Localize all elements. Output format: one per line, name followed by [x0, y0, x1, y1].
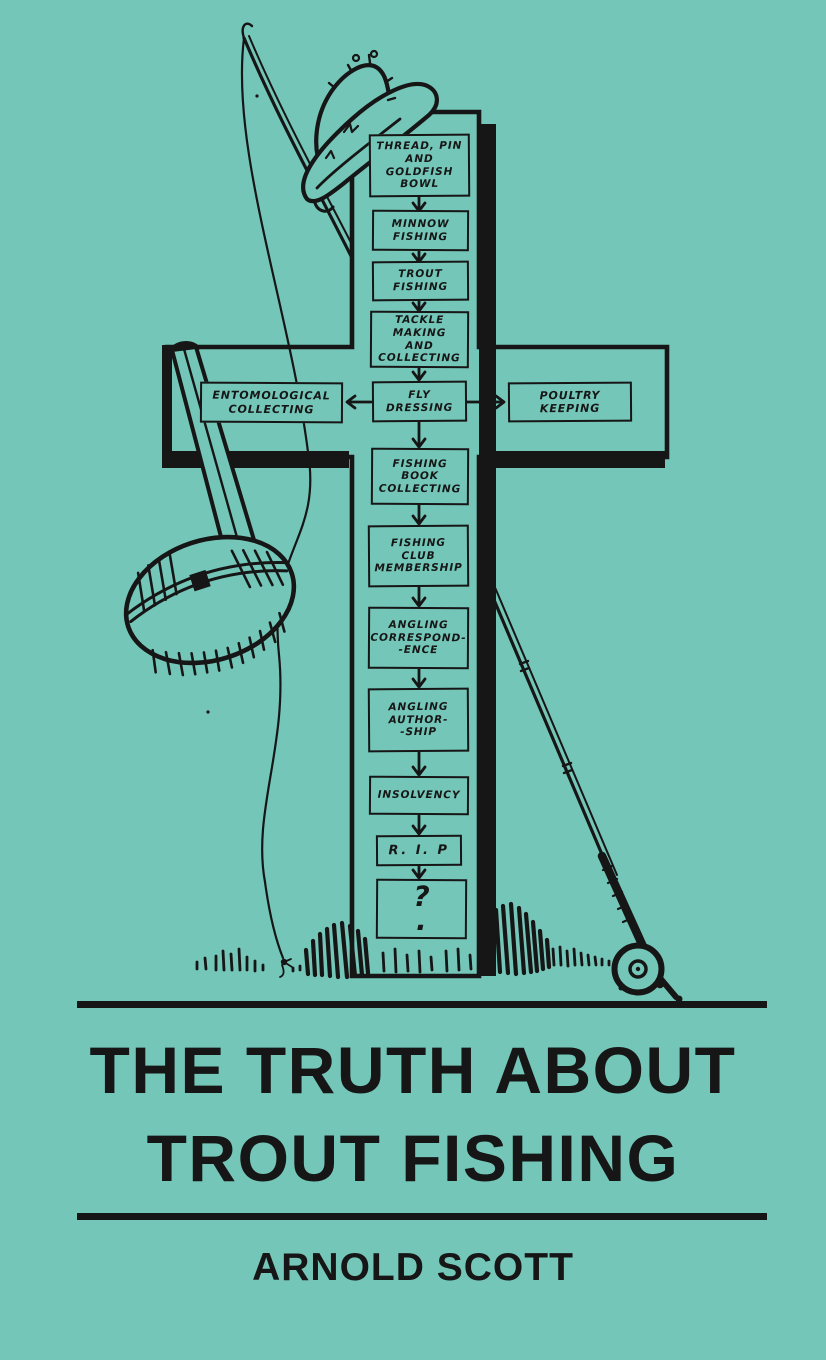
- cross-shadow-right-arm: [479, 451, 665, 468]
- fishing-line-icon: [240, 36, 312, 960]
- flow-branch-poultry-keeping: POULTRY KEEPING: [507, 381, 633, 423]
- flow-step-angling-correspondence: ANGLING CORRESPOND- -ENCE: [367, 606, 470, 670]
- creel-basket-icon: [123, 341, 297, 677]
- flow-step-insolvency: INSOLVENCY: [368, 775, 470, 816]
- book-title-line2: TROUT FISHING: [146, 1121, 680, 1195]
- fly-icon: [279, 958, 293, 978]
- reel-icon: [611, 942, 665, 996]
- flow-step-thread-pin-goldfish-bowl: THREAD, PIN AND GOLDFISH BOWL: [368, 133, 471, 198]
- cross-shadow-right: [479, 124, 496, 976]
- flow-branch-entomological-collecting: ENTOMOLOGICAL COLLECTING: [199, 381, 344, 424]
- title-divider-top: [77, 1001, 767, 1008]
- cross-arm-end: [162, 345, 172, 468]
- book-author: ARNOLD SCOTT: [252, 1246, 574, 1289]
- flow-step-angling-authorship: ANGLING AUTHOR- -SHIP: [367, 687, 470, 753]
- book-title: THE TRUTH ABOUT TROUT FISHING: [0, 1026, 826, 1202]
- flow-step-question-mark: ? .: [375, 878, 468, 940]
- grass-icon: [195, 94, 617, 980]
- flow-step-minnow-fishing: MINNOW FISHING: [371, 209, 470, 252]
- flow-step-fly-dressing: FLY DRESSING: [371, 380, 468, 423]
- flow-step-fishing-club-membership: FISHING CLUB MEMBERSHIP: [367, 524, 470, 588]
- flow-step-trout-fishing: TROUT FISHING: [371, 260, 470, 302]
- flow-step-fishing-book-collecting: FISHING BOOK COLLECTING: [370, 447, 470, 506]
- flow-step-rip: R. I. P: [375, 834, 463, 867]
- book-title-line1: THE TRUTH ABOUT: [89, 1033, 737, 1107]
- title-divider-bottom: [77, 1213, 767, 1220]
- flow-step-tackle-making: TACKLE MAKING AND COLLECTING: [369, 310, 470, 369]
